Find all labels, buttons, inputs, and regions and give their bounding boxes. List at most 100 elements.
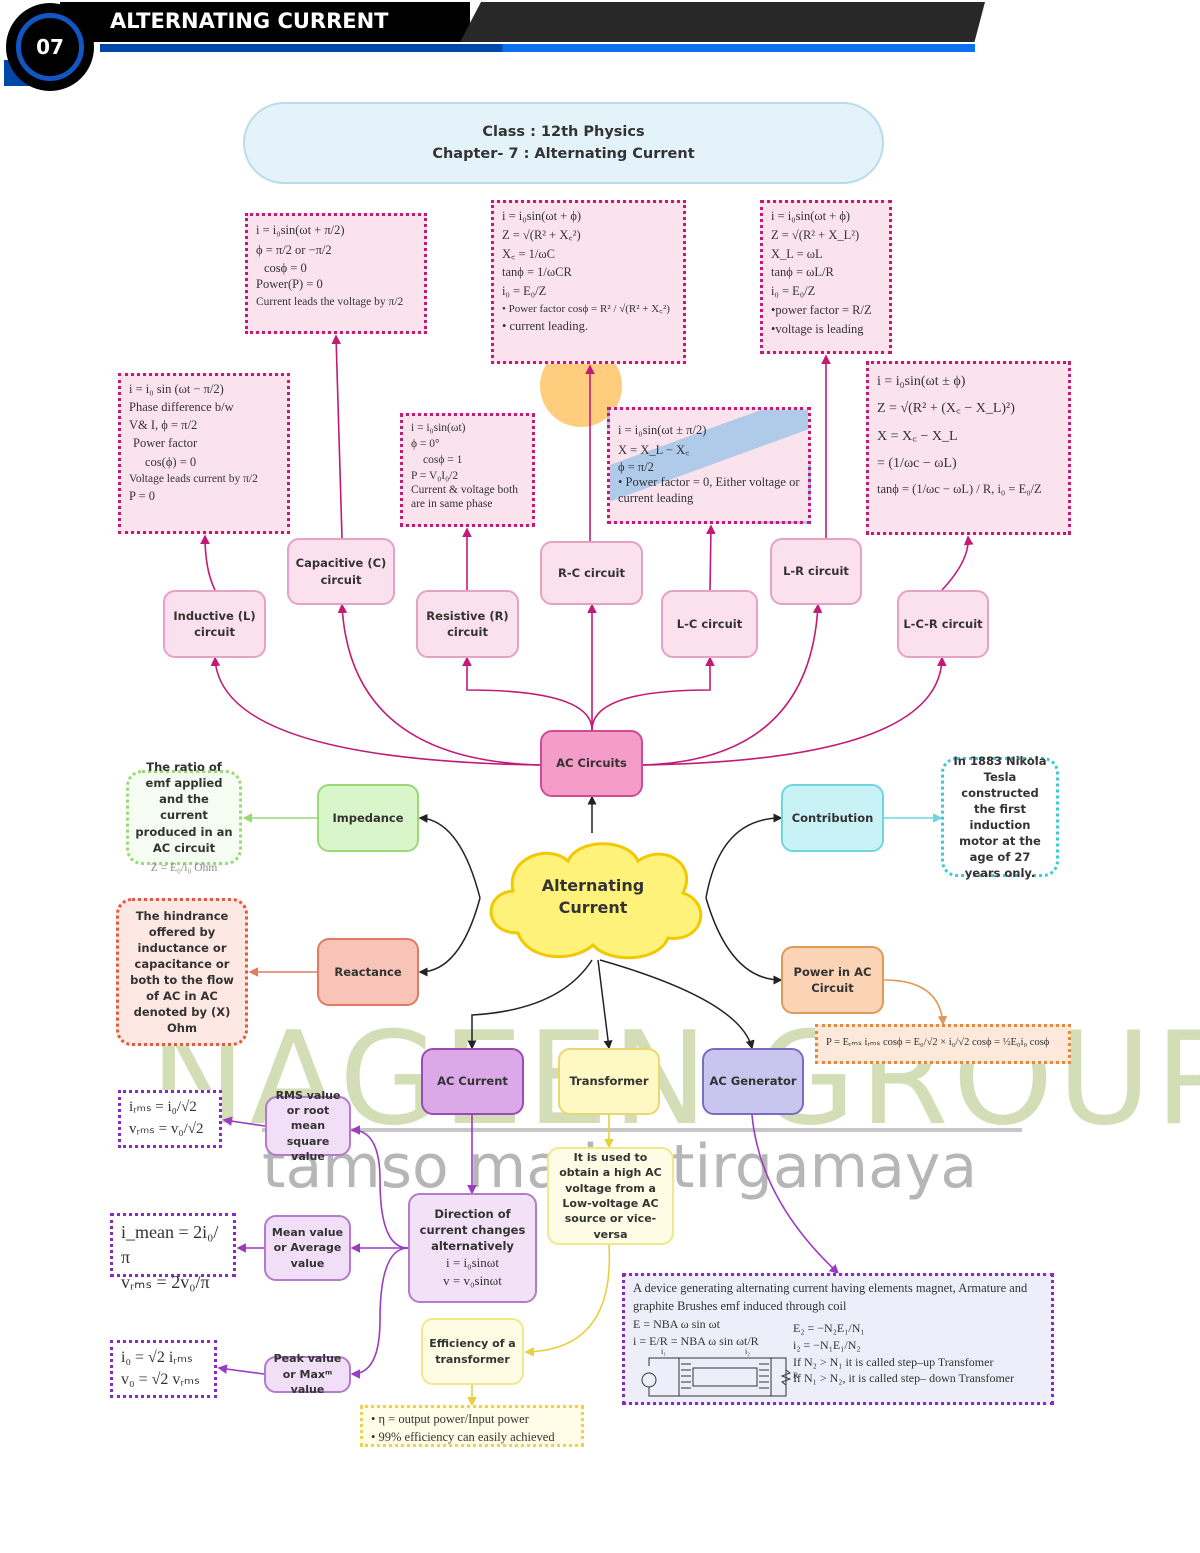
node-ac-current[interactable]: AC Current	[421, 1048, 524, 1115]
formula-line: i₂ = −N₁E₁/N₂	[793, 1337, 861, 1352]
resistive-formula-box: i = i₀sin(ωt) ϕ = 0° cosϕ = 1 P = V₀I₀/2…	[400, 413, 535, 527]
reactance-note: The hindrance offered by inductance or c…	[116, 898, 248, 1046]
formula-line: X_L = ωL	[771, 246, 823, 261]
formula-line: iᵣₘₛ = i₀/√2	[129, 1099, 197, 1115]
formula-line: • 99% efficiency can easily achieved	[371, 1430, 555, 1445]
lcr-formula-box: i = i₀sin(ωt ± ϕ) Z = √(R² + (X꜀ − X_L)²…	[866, 361, 1071, 535]
formula-line: i = i₀ sin (ωt − π/2)	[129, 382, 224, 396]
formula-line: Current & voltage both are in same phase	[411, 484, 518, 510]
efficiency-formula-box: • η = output power/Input power • 99% eff…	[360, 1405, 584, 1447]
formula-line: • η = output power/Input power	[371, 1412, 529, 1426]
formula-line: i = E/R = NBA ω sin ωt/R	[633, 1333, 759, 1348]
formula-line: i₀ = E₀/Z	[502, 284, 547, 298]
formula-line: Z = √(R² + X꜀²)	[502, 227, 581, 242]
formula-line: Power factor	[133, 436, 198, 451]
node-mean-value[interactable]: Mean value or Average value	[264, 1215, 351, 1281]
formula-line: cosϕ = 1	[423, 454, 463, 467]
node-lcr-circuit[interactable]: L-C-R circuit	[897, 590, 989, 658]
formula-line: Voltage leads current by π/2	[129, 472, 258, 485]
node-power-in-ac[interactable]: Power in AC Circuit	[781, 946, 884, 1014]
formula-line: If N₁ > N₂, it is called step– down Tran…	[793, 1371, 1015, 1386]
label-i1: i₁	[661, 1347, 667, 1356]
rc-formula-box: i = i₀sin(ωt + ϕ) Z = √(R² + X꜀²) X꜀ = 1…	[491, 200, 686, 364]
direction-label: Direction of current changes alternative…	[419, 1206, 526, 1253]
node-efficiency[interactable]: Efficiency of a transformer	[421, 1318, 524, 1385]
formula-line: Power(P) = 0	[256, 277, 323, 292]
title-chapter: Chapter- 7 : Alternating Current	[432, 146, 695, 162]
node-direction[interactable]: Direction of current changes alternative…	[408, 1193, 537, 1303]
generator-formula-box: A device generating alternating current …	[622, 1273, 1054, 1405]
formula-line: i = i₀sin(ωt + ϕ)	[502, 209, 582, 223]
formula-line: X = X꜀ − X_L	[877, 428, 958, 444]
impedance-definition: The ratio of emf applied and the current…	[135, 760, 233, 855]
formula-line: tanϕ = (1/ωc − ωL) / R, i₀ = E₀/Z	[877, 482, 1042, 497]
formula-line: cosϕ = 0	[264, 261, 307, 275]
node-ac-circuits[interactable]: AC Circuits	[540, 730, 643, 797]
formula-line: cos(ϕ) = 0	[145, 454, 197, 469]
formula-line: P = V₀I₀/2	[411, 470, 459, 483]
transformer-circuit-diagram: i₁ i₂ R	[641, 1347, 798, 1400]
impedance-formula: Z = E₀/i₀ Ohm	[150, 861, 218, 874]
inductive-formula-box: i = i₀ sin (ωt − π/2) Phase difference b…	[118, 373, 290, 534]
rms-formula-box: iᵣₘₛ = i₀/√2 vᵣₘₛ = v₀/√2	[118, 1090, 222, 1148]
generator-description: A device generating alternating current …	[633, 1281, 1028, 1313]
node-contribution[interactable]: Contribution	[781, 784, 884, 852]
node-ac-generator[interactable]: AC Generator	[702, 1048, 804, 1115]
peak-formula-box: i₀ = √2 iᵣₘₛ v₀ = √2 vᵣₘₛ	[110, 1340, 217, 1398]
power-formula-box: P = Eᵣₘₛ iᵣₘₛ cosϕ = E₀/√2 × i₀/√2 cosϕ …	[815, 1024, 1071, 1064]
direction-formula-v: v = v₀sinωt	[443, 1273, 502, 1289]
lr-formula-box: i = i₀sin(ωt + ϕ) Z = √(R² + X_L²) X_L =…	[760, 200, 892, 354]
node-lr-circuit[interactable]: L-R circuit	[770, 538, 862, 605]
tesla-note: In 1883 Nikola Tesla constructed the fir…	[941, 754, 1059, 880]
formula-line: v₀ = √2 vᵣₘₛ	[121, 1371, 200, 1389]
node-impedance[interactable]: Impedance	[317, 784, 419, 852]
formula-line: ϕ = 0°	[411, 438, 440, 451]
direction-formula-i: i = i₀sinωt	[446, 1254, 499, 1270]
node-lc-circuit[interactable]: L-C circuit	[661, 590, 758, 658]
formula-line: i = i₀sin(ωt + ϕ)	[771, 209, 851, 223]
lc-formula-box: i = i₀sin(ωt ± π/2) X = X_L − X꜀ ϕ = π/2…	[607, 407, 811, 524]
node-capacitive-circuit[interactable]: Capacitive (C) circuit	[287, 538, 395, 605]
formula-line: P = 0	[129, 489, 156, 504]
formula-line: • Power factor = 0, Either voltage or cu…	[618, 475, 800, 505]
formula-line: i = i₀sin(ωt ± π/2)	[618, 423, 707, 437]
formula-line: i₀ = √2 iᵣₘₛ	[121, 1349, 193, 1366]
formula-line: = (1/ωc − ωL)	[877, 455, 957, 471]
formula-line: vᵣₘₛ = v₀/√2	[129, 1120, 204, 1137]
node-rms-value[interactable]: RMS value or root mean square value	[265, 1089, 351, 1163]
node-transformer[interactable]: Transformer	[558, 1048, 660, 1115]
formula-line: i_mean = 2i₀/π	[121, 1222, 219, 1268]
node-inductive-circuit[interactable]: Inductive (L) circuit	[163, 590, 266, 658]
node-peak-value[interactable]: Peak value or Maxᵐ value	[264, 1352, 351, 1396]
formula-line: X = X_L − X꜀	[618, 443, 690, 457]
formula-line: V& I, ϕ = π/2	[129, 418, 198, 433]
formula-line: E₂ = −N₂E₁/N₁	[793, 1321, 865, 1335]
cloud-shape	[489, 842, 703, 960]
formula-line: vᵣₘₛ = 2v₀/π	[121, 1272, 210, 1293]
center-cloud[interactable]: Alternating Current	[478, 833, 708, 963]
title-pill: Class : 12th Physics Chapter- 7 : Altern…	[243, 102, 884, 184]
impedance-note: The ratio of emf applied and the current…	[126, 760, 242, 874]
node-reactance[interactable]: Reactance	[317, 938, 419, 1006]
formula-line: •power factor = R/Z	[771, 302, 872, 317]
header-bar: 07 ALTERNATING CURRENT	[0, 0, 1200, 100]
formula-line: ϕ = π/2	[618, 460, 654, 474]
formula-line: X꜀ = 1/ωC	[502, 246, 555, 261]
formula-line: ϕ = π/2 or −π/2	[256, 243, 332, 257]
node-rc-circuit[interactable]: R-C circuit	[540, 541, 643, 605]
formula-line: • current leading.	[502, 319, 588, 334]
node-transformer-use[interactable]: It is used to obtain a high AC voltage f…	[547, 1147, 674, 1245]
label-r: R	[793, 1371, 799, 1380]
center-title: Alternating Current	[541, 876, 645, 918]
mean-formula-box: i_mean = 2i₀/π vᵣₘₛ = 2v₀/π	[110, 1213, 236, 1292]
formula-line: E = NBA ω sin ωt	[633, 1317, 720, 1331]
formula-line: i₀ = E₀/Z	[771, 284, 816, 298]
formula-line: Z = √(R² + (X꜀ − X_L)²)	[877, 401, 1015, 417]
formula-line: i = i₀sin(ωt ± ϕ)	[877, 374, 966, 389]
formula-line: •voltage is leading	[771, 321, 864, 336]
node-resistive-circuit[interactable]: Resistive (R) circuit	[416, 590, 519, 658]
formula-line: tanϕ = 1/ωCR	[502, 265, 572, 280]
formula-line: Current leads the voltage by π/2	[256, 295, 404, 308]
formula-line: i = i₀sin(ωt + π/2)	[256, 223, 345, 237]
